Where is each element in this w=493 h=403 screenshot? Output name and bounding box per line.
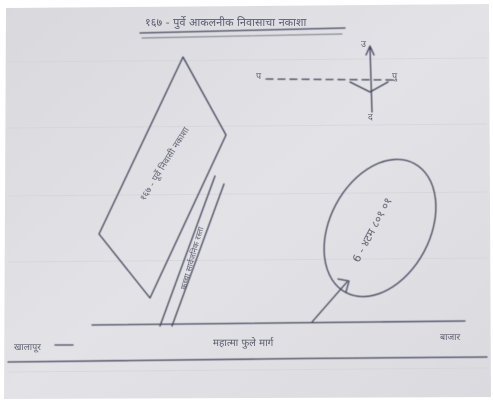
- title-underline-2: [141, 33, 343, 39]
- compass-arrow-left: [349, 81, 389, 93]
- compass-ns-line: [369, 47, 373, 113]
- road-top-edge: [91, 320, 466, 326]
- road-left-label: खालापूर: [14, 343, 41, 353]
- compass-east-label: पु: [392, 72, 398, 82]
- lane-line-left: [159, 175, 216, 327]
- paper-sheet: [4, 4, 491, 399]
- plot-rectangle: [98, 56, 227, 299]
- road-right-label: बाजार: [440, 333, 461, 343]
- sketch-title: १६७ - पुर्वे आकलनीक निवासाचा नकाशा: [145, 16, 307, 29]
- pointer-arrowhead: [337, 278, 350, 293]
- compass-arrow-north: [365, 45, 375, 56]
- compass-north-label: उ: [361, 40, 366, 50]
- road-bottom-edge: [7, 356, 488, 363]
- paper-ruling: [7, 57, 488, 373]
- lane-line-right: [171, 183, 225, 327]
- compass-south-label: द: [368, 113, 373, 123]
- compass-west-label: प: [256, 72, 262, 82]
- compass-ew-line: [265, 78, 395, 81]
- title-underline: [139, 27, 346, 34]
- pointer-arrow: [311, 281, 348, 323]
- pencil-lines: [7, 27, 488, 363]
- road-label: महात्मा फुले मार्ग: [213, 338, 274, 349]
